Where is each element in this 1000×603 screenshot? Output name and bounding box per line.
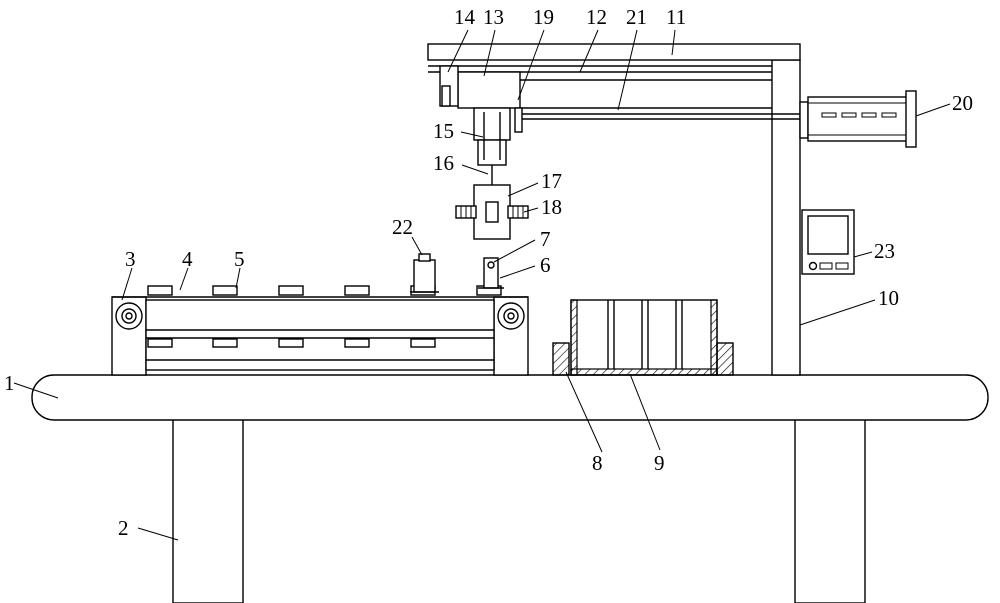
left-roller — [115, 302, 143, 330]
label-4: 4 — [182, 247, 193, 271]
label-15: 15 — [433, 119, 454, 143]
table-legs — [172, 417, 866, 603]
label-11: 11 — [666, 5, 686, 29]
bracket-6 — [478, 257, 504, 289]
label-9: 9 — [654, 451, 665, 475]
label-8: 8 — [592, 451, 603, 475]
label-3: 3 — [125, 247, 136, 271]
gantry — [427, 43, 801, 376]
label-10: 10 — [878, 286, 899, 310]
leader-lines — [13, 29, 951, 541]
arm-19 — [514, 107, 523, 133]
label-22: 22 — [392, 215, 413, 239]
label-18: 18 — [541, 195, 562, 219]
label-19: 19 — [533, 5, 554, 29]
label-17: 17 — [541, 169, 562, 193]
left-leg — [172, 417, 244, 603]
sensor-22 — [410, 253, 439, 293]
top-slats — [147, 285, 502, 296]
collection-box — [552, 299, 734, 376]
label-5: 5 — [234, 247, 245, 271]
reference-labels: 1 2 3 4 5 6 7 8 9 10 11 12 13 14 15 16 1… — [4, 5, 973, 540]
motor-20 — [799, 90, 917, 148]
label-14: 14 — [454, 5, 476, 29]
label-23: 23 — [874, 239, 895, 263]
slider-13 — [457, 71, 521, 109]
conveyor — [111, 253, 529, 376]
gantry-column — [771, 59, 801, 376]
bottom-slats — [147, 338, 436, 348]
control-panel-23 — [801, 209, 855, 275]
label-1: 1 — [4, 371, 15, 395]
gripper — [455, 184, 529, 240]
label-21: 21 — [626, 5, 647, 29]
top-beam — [427, 43, 801, 61]
right-roller — [497, 302, 525, 330]
label-2: 2 — [118, 516, 129, 540]
label-6: 6 — [540, 253, 551, 277]
label-16: 16 — [433, 151, 454, 175]
label-13: 13 — [483, 5, 504, 29]
right-leg — [794, 417, 866, 603]
label-20: 20 — [952, 91, 973, 115]
conveyor-body — [145, 299, 495, 371]
table-top — [31, 374, 989, 421]
label-7: 7 — [540, 227, 551, 251]
label-12: 12 — [586, 5, 607, 29]
cylinder-15 — [473, 107, 511, 185]
